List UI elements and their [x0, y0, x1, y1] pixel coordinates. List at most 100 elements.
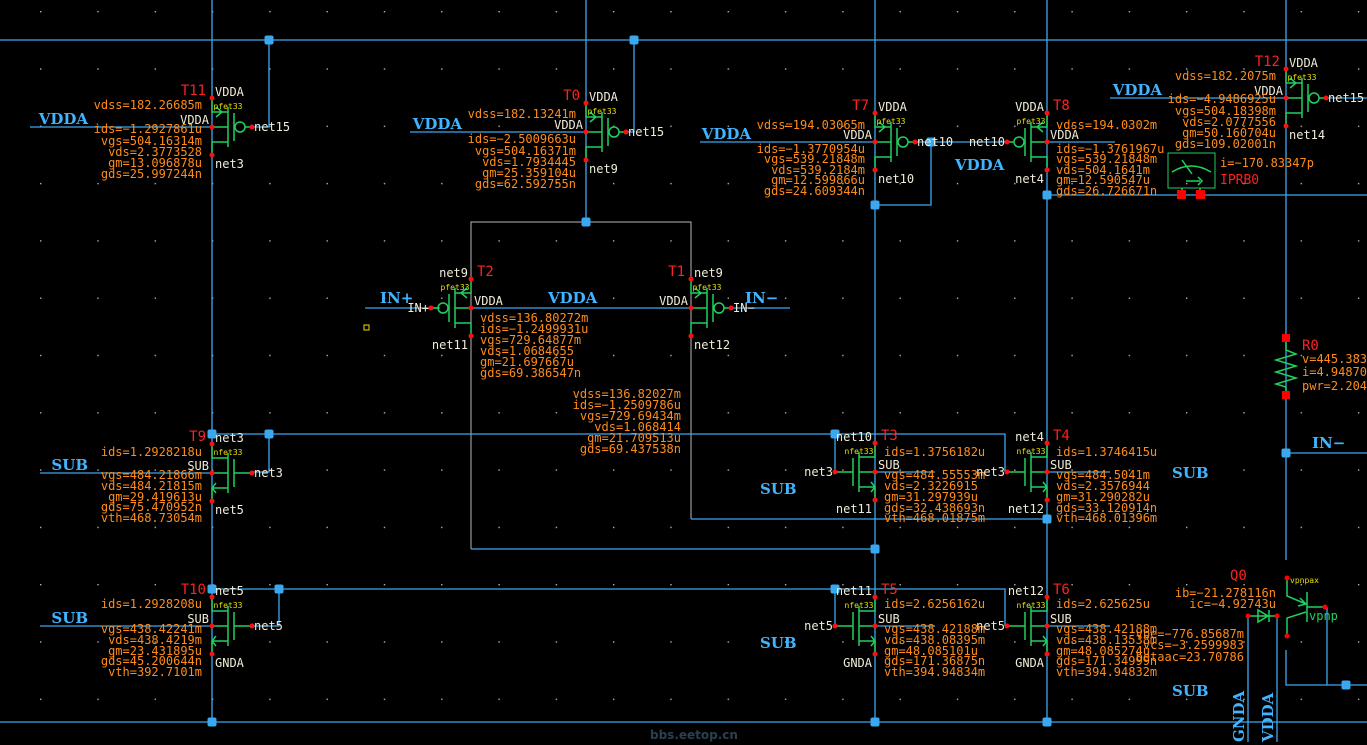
param-value: vdss=136.82027m — [573, 387, 681, 401]
model-name: nfet33 — [845, 601, 874, 610]
junction-dot — [264, 429, 274, 439]
bjt-param: ic=−4.92743u — [1189, 597, 1276, 611]
param-value: vgs=438.42188m — [884, 622, 985, 636]
pin-label-gate: net10 — [969, 135, 1005, 149]
transistor-t3[interactable]: T3nfet33net10SUBnet11net3SUBids=1.375618… — [760, 428, 985, 525]
param-value: ids=−1.3770954u — [757, 142, 865, 156]
param-value: gm=21.709513u — [587, 431, 681, 445]
probe-name: IPRB0 — [1220, 173, 1259, 188]
current-probe-iprb0[interactable]: i=−170.83347p IPRB0 — [1167, 152, 1314, 199]
model-name: nfet33 — [1017, 601, 1046, 610]
transistor-t6[interactable]: T6nfet33net12SUBGNDAnet5SUBids=2.625625u… — [976, 582, 1209, 700]
net-label-bulk: VDDA — [701, 125, 752, 143]
pin-dot — [688, 305, 694, 311]
junction-dot — [207, 584, 217, 594]
wire-bulk-nmos[interactable] — [40, 471, 1110, 627]
param-value: vgs=438.42188m — [1056, 622, 1157, 636]
pin-label-bottom: net10 — [878, 172, 914, 186]
pin-label-top: net9 — [439, 266, 468, 280]
param-value: vds=438.4219m — [108, 633, 202, 647]
param-value: vgs=504.18398m — [1175, 104, 1276, 118]
watermark: bbs.eetop.cn — [650, 728, 738, 742]
pin-label-gate: net15 — [628, 125, 664, 139]
pin-dot — [872, 440, 878, 446]
pin-label-bottom: net11 — [432, 338, 468, 352]
junction-dot — [830, 429, 840, 439]
resistor-r0[interactable]: R0 v=445.38385m i=4.9487099u pwr=2.2048n — [1273, 334, 1367, 399]
param-value: ids=−4.9486925u — [1168, 92, 1276, 106]
bjt-param: vcs=−3.2599983 — [1143, 638, 1244, 652]
pmos-symbol-icon — [1007, 113, 1048, 170]
param-value: vds=484.21815m — [101, 479, 202, 493]
wire-diffpair-box — [470, 221, 692, 549]
param-value: gds=75.470952n — [101, 500, 202, 514]
net-label-bulk: SUB — [760, 634, 797, 652]
gate-bubble-icon — [713, 302, 725, 314]
wire-net14[interactable] — [1285, 0, 1367, 686]
param-value: vth=468.73054m — [101, 511, 202, 525]
model-name: pfet33 — [877, 117, 906, 126]
pin-dot — [209, 470, 215, 476]
transistor-t9[interactable]: T9nfet33net3SUBnet5net3SUBids=1.2928218u… — [51, 429, 283, 525]
transistor-t5[interactable]: T5nfet33net11SUBGNDAnet5SUBids=2.6256162… — [760, 582, 985, 679]
net-labels: IN+ IN− VDDA IN− GNDA VDDA — [363, 289, 1345, 743]
pin-label-bulk: SUB — [187, 612, 209, 626]
transistor-t0[interactable]: T0pfet33VDDAVDDAnet9net15VDDAvdss=182.13… — [412, 88, 664, 191]
pin-label-gate: net15 — [254, 120, 290, 134]
pin-label-bottom: net5 — [215, 503, 244, 517]
pin-dot — [1283, 123, 1289, 129]
param-value: gds=25.997244n — [101, 167, 202, 181]
param-value: ids=1.3746415u — [1056, 445, 1157, 459]
wire-net15-t0[interactable] — [626, 40, 635, 133]
param-value: gds=33.120914n — [1056, 501, 1157, 515]
pmos-symbol-icon — [211, 98, 252, 155]
param-value: gm=48.085274u — [1056, 644, 1150, 658]
instance-name: T5 — [881, 582, 898, 598]
net-label-bulk: VDDA — [38, 110, 89, 128]
wire-net3-bus[interactable] — [212, 433, 1006, 473]
marker-square — [363, 324, 370, 331]
pin-dot — [209, 95, 215, 101]
nmos-symbol-icon — [835, 443, 876, 500]
pin-label-bulk: VDDA — [474, 294, 504, 308]
pin-dot — [1044, 110, 1050, 116]
param-value: gm=29.419613u — [108, 490, 202, 504]
pin-dot — [872, 139, 878, 145]
transistor-t10[interactable]: T10nfet33net5SUBGNDAnet5SUBids=1.2928208… — [51, 582, 283, 679]
param-value: gds=45.200644n — [101, 654, 202, 668]
param-value: vgs=539.21848m — [764, 152, 865, 166]
wire-net15-t11[interactable] — [252, 40, 270, 128]
pin-label-top: net9 — [694, 266, 723, 280]
pin-label-bottom: GNDA — [215, 656, 245, 670]
param-value: vds=2.3226915 — [884, 479, 978, 493]
param-value: vds=1.0684655 — [480, 344, 574, 358]
pin-label-top: VDDA — [589, 90, 619, 104]
junction-dot — [830, 584, 840, 594]
transistor-t8[interactable]: T8pfet33VDDAVDDAnet4net10VDDAvdss=194.03… — [954, 98, 1164, 198]
param-value: ids=−1.2927861u — [94, 122, 202, 136]
transistor-t1[interactable]: T1pfet33net9VDDAnet12IN−vdss=136.82027mi… — [573, 264, 755, 456]
junction-dot — [1042, 514, 1052, 524]
param-value: ids=−2.5009663u — [468, 132, 576, 146]
transistor-t11[interactable]: T11pfet33VDDAVDDAnet3net15VDDAvdss=182.2… — [38, 83, 290, 181]
bjt-q0[interactable]: Q0 vpnpax vpnp ib=−21.278116n ic=−4.9274… — [1136, 568, 1338, 664]
wire-net5-bus[interactable] — [212, 588, 1006, 627]
param-value: gds=171.34999n — [1056, 654, 1157, 668]
pin-label-bulk: SUB — [878, 612, 900, 626]
transistor-t12[interactable]: T12pfet33VDDAVDDAnet14net15VDDAvdss=182.… — [1112, 54, 1364, 151]
pin-label-gate: net15 — [1328, 91, 1364, 105]
pin-dot — [1044, 469, 1050, 475]
transistor-t2[interactable]: T2pfet33net9VDDAnet11IN+vdss=136.80272mi… — [407, 264, 588, 380]
pin-marker — [1196, 190, 1205, 199]
pin-label-gate: IN− — [733, 301, 755, 315]
param-value: gm=21.697667u — [480, 355, 574, 369]
pin-label-bulk: VDDA — [1254, 84, 1284, 98]
junction-dot — [264, 35, 274, 45]
wire-diode[interactable] — [1247, 616, 1278, 742]
pin-dot — [1044, 167, 1050, 173]
param-value: vds=438.08395m — [884, 633, 985, 647]
pin-dot — [872, 594, 878, 600]
